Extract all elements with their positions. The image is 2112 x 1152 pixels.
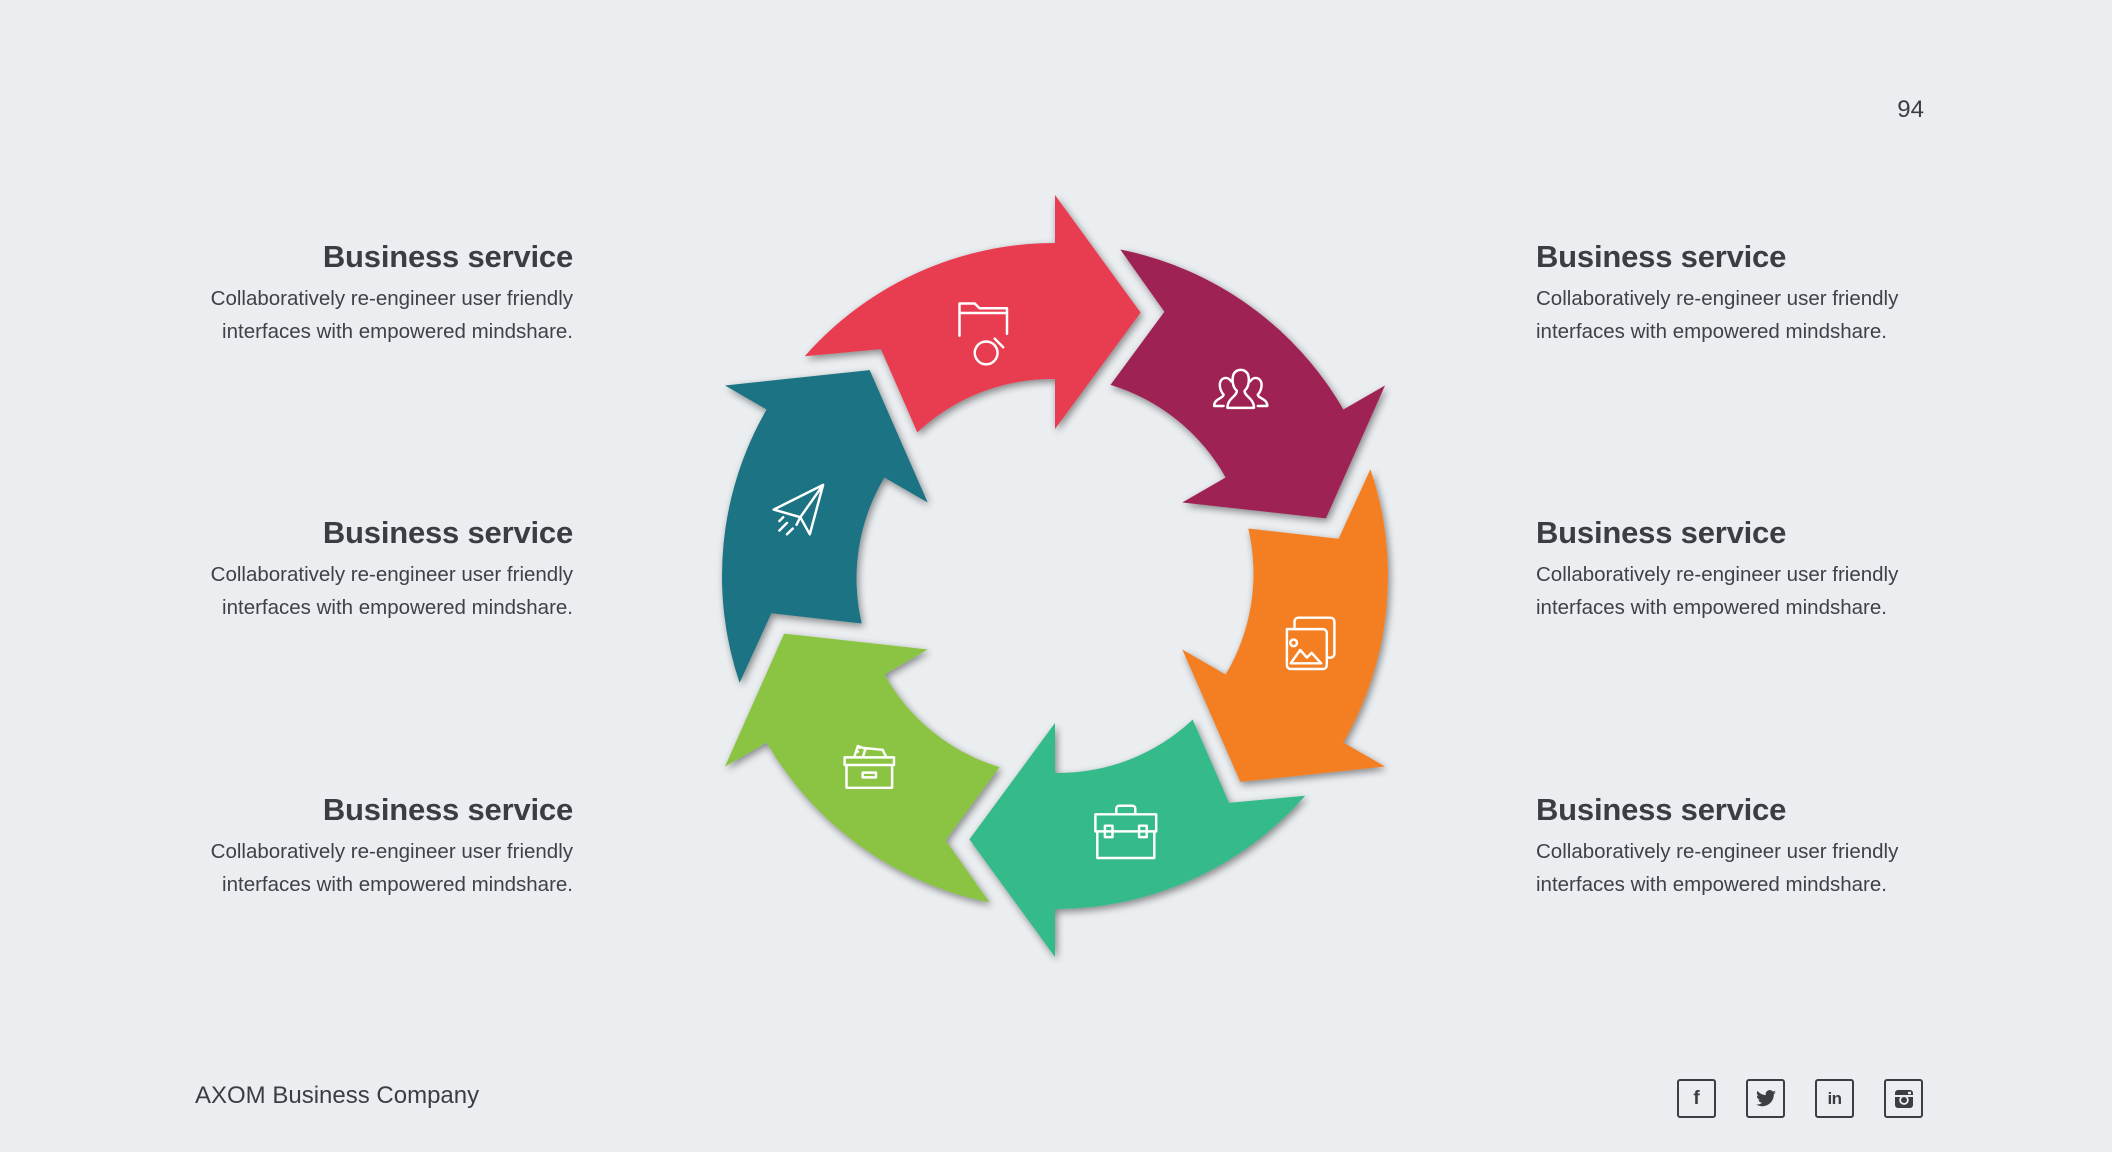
service-block-left-3: Business service Collaboratively re-engi… [153, 791, 574, 901]
service-block-right-2: Business service Collaboratively re-engi… [1536, 514, 1956, 624]
service-title: Business service [1536, 515, 1787, 550]
archive-box-icon [843, 744, 896, 790]
linkedin-button[interactable]: in [1815, 1079, 1854, 1118]
cycle-arrow-step-3 [1182, 469, 1388, 782]
instagram-button[interactable] [1884, 1079, 1923, 1118]
briefcase-icon [1094, 804, 1158, 860]
service-title: Business service [322, 792, 573, 827]
paper-plane-icon [772, 483, 825, 536]
company-name: AXOM Business Company [195, 1082, 480, 1109]
instagram-icon [1894, 1089, 1913, 1108]
service-description: Collaboratively re-engineer user friendl… [210, 563, 573, 619]
page-number: 94 [1897, 96, 1924, 123]
twitter-button[interactable] [1746, 1079, 1785, 1118]
cycle-arrow-step-6 [722, 370, 928, 683]
images-icon [1285, 616, 1336, 671]
social-links: f in [1677, 1079, 1923, 1118]
service-description: Collaboratively re-engineer user friendl… [1536, 287, 1899, 343]
service-block-right-3: Business service Collaboratively re-engi… [1536, 791, 1956, 901]
service-description: Collaboratively re-engineer user friendl… [210, 840, 573, 896]
cycle-arrow-step-5 [725, 633, 1000, 903]
service-title: Business service [1536, 239, 1787, 274]
service-description: Collaboratively re-engineer user friendl… [1536, 840, 1899, 896]
service-title: Business service [1536, 792, 1787, 827]
facebook-icon: f [1693, 1087, 1700, 1109]
cycle-arrow-step-4 [969, 719, 1306, 957]
linkedin-icon: in [1827, 1088, 1842, 1108]
service-title: Business service [322, 515, 573, 550]
service-block-left-1: Business service Collaboratively re-engi… [153, 238, 574, 348]
service-description: Collaboratively re-engineer user friendl… [1536, 563, 1899, 619]
facebook-button[interactable]: f [1677, 1079, 1716, 1118]
service-block-right-1: Business service Collaboratively re-engi… [1536, 238, 1956, 348]
service-block-left-2: Business service Collaboratively re-engi… [153, 514, 574, 624]
service-description: Collaboratively re-engineer user friendl… [210, 287, 573, 343]
service-title: Business service [322, 239, 573, 274]
twitter-icon [1755, 1089, 1776, 1106]
folder-search-icon [958, 302, 1009, 366]
users-icon [1212, 368, 1269, 410]
